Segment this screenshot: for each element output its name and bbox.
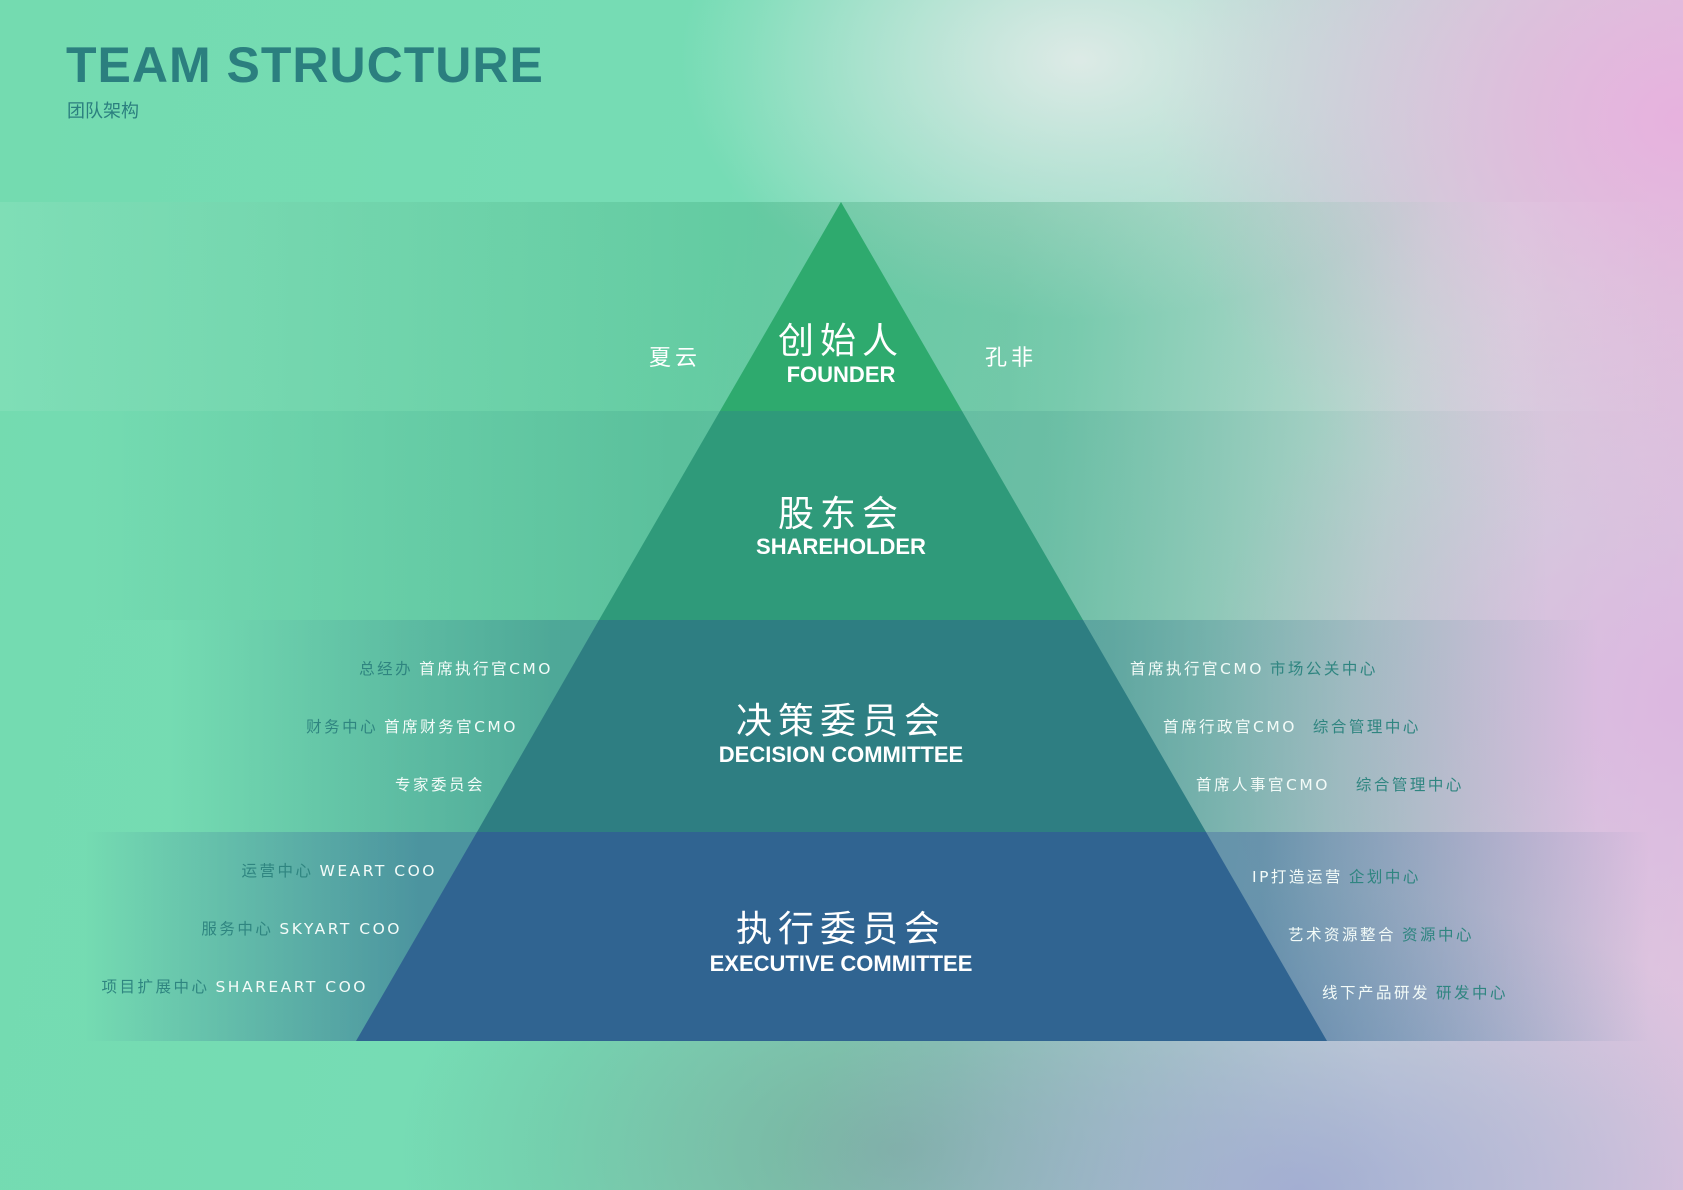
executive-title-cn: 执行委员会 <box>735 909 946 950</box>
page-subtitle: 团队架构 <box>67 101 139 122</box>
founder-left-name: 夏云 <box>649 346 702 371</box>
pyramid-tier-shareholder <box>599 411 1083 620</box>
shareholder-title-cn: 股东会 <box>777 494 904 535</box>
decision-title-en: DECISION COMMITTEE <box>718 742 964 767</box>
founder-title-cn: 创始人 <box>777 321 904 362</box>
pyramid-tier-founder <box>720 202 962 411</box>
pyramid-tier-executive <box>356 832 1327 1041</box>
shareholder-title-en: SHAREHOLDER <box>756 534 926 559</box>
pyramid-tier-decision <box>477 620 1206 832</box>
decision-left-row: 财务中心首席财务官CMO <box>306 718 518 736</box>
founder-right-name: 孔非 <box>985 346 1038 371</box>
decision-left-row: 总经办首席执行官CMO <box>359 660 553 678</box>
decision-left-row: 专家委员会 <box>394 776 485 794</box>
executive-right-row: 艺术资源整合资源中心 <box>1288 926 1475 944</box>
executive-right-row: IP打造运营企划中心 <box>1252 868 1421 886</box>
decision-title-cn: 决策委员会 <box>735 701 946 742</box>
page-title: TEAM STRUCTURE <box>66 37 544 93</box>
executive-title-en: EXECUTIVE COMMITTEE <box>709 951 973 976</box>
founder-title-en: FOUNDER <box>786 362 896 387</box>
executive-right-row: 线下产品研发研发中心 <box>1322 984 1509 1002</box>
